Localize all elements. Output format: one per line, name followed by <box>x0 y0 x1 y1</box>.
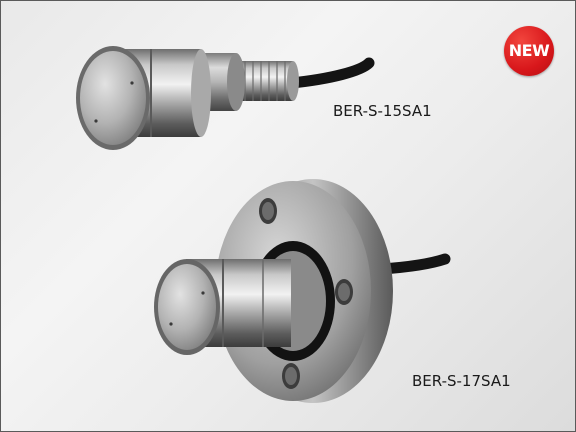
sensor-ber-s-17sa1 <box>154 179 451 403</box>
product-label-ber-s-15sa1: BER-S-15SA1 <box>333 102 432 120</box>
sensor-ber-s-15sa1 <box>76 46 375 150</box>
new-badge: NEW <box>504 26 554 76</box>
product-label-ber-s-17sa1: BER-S-17SA1 <box>412 372 511 390</box>
